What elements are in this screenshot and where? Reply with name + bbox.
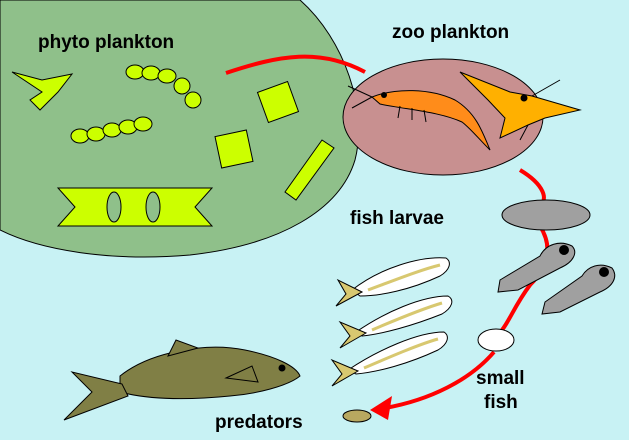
small-fish-school (332, 258, 452, 386)
small-fish-marker (478, 329, 514, 351)
square-diatom-icon (215, 130, 253, 168)
predators-label: predators (215, 412, 303, 433)
fish-larvae-label: fish larvae (350, 208, 444, 229)
ladder-diatom-icon (58, 188, 212, 226)
fish-larva-icon (542, 265, 615, 314)
small-fish-label-line2: fish (484, 392, 518, 413)
predator-fish-icon (64, 340, 300, 420)
zoo-plankton-label: zoo plankton (392, 22, 509, 43)
fish-larva-icon (498, 243, 575, 292)
predators-marker (343, 410, 371, 422)
fish-larvae-marker (502, 200, 590, 230)
small-fish-label-line1: small (476, 368, 525, 389)
phyto-plankton-label: phyto plankton (38, 32, 174, 53)
arrow-head (370, 396, 392, 420)
